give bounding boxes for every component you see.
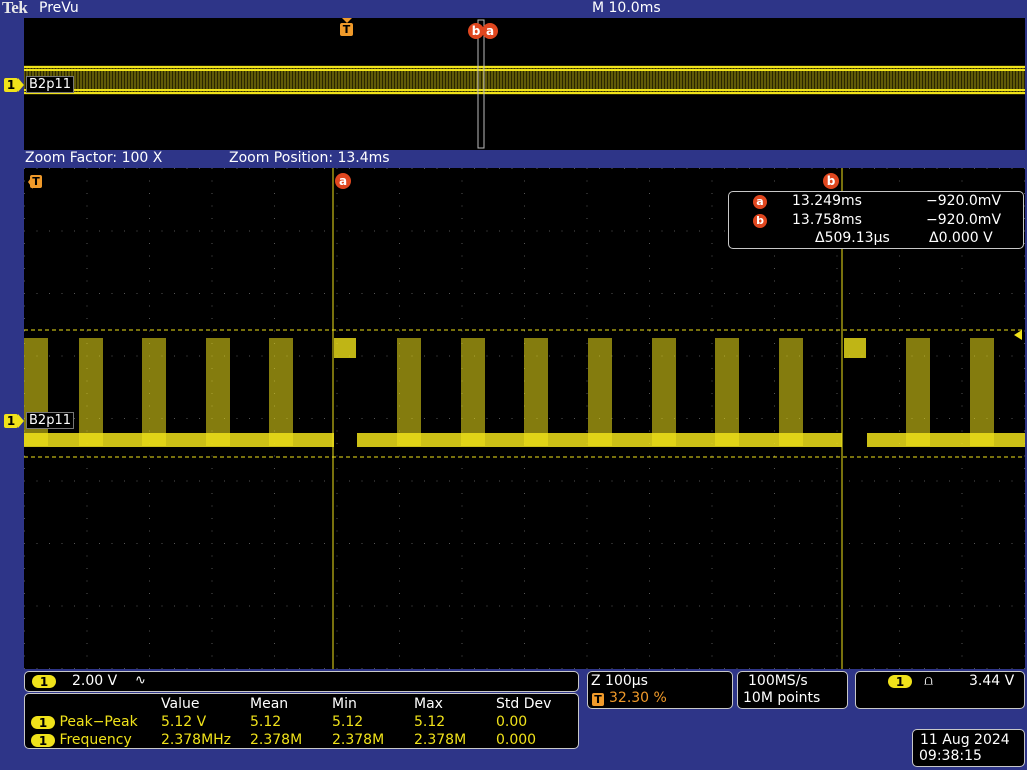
time: 09:38:15	[919, 748, 982, 764]
sample-rate: 100MS/s	[748, 673, 808, 689]
acquisition-mode: PreVu	[39, 0, 79, 16]
header-mean: Mean	[250, 696, 289, 712]
measurement-max: 5.12	[414, 714, 446, 730]
zoom-channel-arrow	[18, 414, 24, 428]
date: 11 Aug 2024	[920, 732, 1010, 748]
trigger-t-icon: T	[340, 23, 353, 36]
zoom-trigger-t-icon: T	[30, 175, 42, 188]
record-length: 10M points	[743, 690, 821, 706]
header-std-dev: Std Dev	[496, 696, 552, 712]
measurement-min: 2.378M	[332, 732, 385, 748]
overview-channel-arrow	[18, 78, 24, 92]
header-max: Max	[414, 696, 443, 712]
zoom-position: Zoom Position: 13.4ms	[229, 150, 390, 166]
cursor-a-time: 13.249ms	[792, 193, 862, 209]
table-row[interactable]: 1 Peak−Peak 5.12 V 5.12 5.12 5.12 0.00	[31, 713, 551, 731]
overview-channel-tag[interactable]: 1	[4, 78, 18, 92]
zoom-channel-label: B2p11	[26, 412, 74, 429]
readout-cursor-a-icon: a	[753, 195, 767, 209]
title-bar: Tek PreVu M 10.0ms	[0, 0, 1027, 17]
measurement-value: 5.12 V	[161, 714, 207, 730]
measurement-table: Value Mean Min Max Std Dev 1 Peak−Peak 5…	[31, 695, 551, 749]
measurement-value: 2.378MHz	[161, 732, 232, 748]
overview-channel-label: B2p11	[26, 76, 74, 93]
trigger-position: 32.30 %	[609, 690, 667, 706]
measurement-min: 5.12	[332, 714, 364, 730]
brand-logo: Tek	[2, 0, 28, 17]
measurement-mean: 2.378M	[250, 732, 303, 748]
cursor-b-time: 13.758ms	[792, 212, 862, 228]
readout-cursor-b-icon: b	[753, 214, 767, 228]
cursor-b-voltage: −920.0mV	[926, 212, 1002, 228]
rising-edge-icon: ⩍	[924, 673, 934, 689]
trigger-status[interactable]: 1 ⩍ 3.44 V	[855, 671, 1025, 709]
trigger-position-t-icon: T	[592, 693, 604, 706]
measurement-std: 0.000	[496, 732, 537, 748]
header-min: Min	[332, 696, 357, 712]
zoom-cursor-a-marker[interactable]: a	[335, 173, 351, 189]
zoom-window-indicator	[477, 19, 485, 149]
header-value: Value	[161, 696, 200, 712]
zoom-cursor-b-marker[interactable]: b	[823, 173, 839, 189]
zoom-scale: Z 100µs	[591, 673, 648, 689]
measurement-mean: 5.12	[250, 714, 282, 730]
main-timebase[interactable]: M 10.0ms	[592, 0, 661, 16]
channel1-status[interactable]: 1 2.00 V ∿	[24, 671, 579, 692]
ac-coupling-icon: ∿	[135, 673, 146, 688]
overview-cursor-b-marker[interactable]: b	[468, 23, 484, 39]
overview-graticule[interactable]: T b a	[24, 18, 1025, 150]
row-channel-tag: 1	[31, 715, 55, 730]
zoom-channel-tag[interactable]: 1	[4, 414, 18, 428]
table-row[interactable]: 1 Frequency 2.378MHz 2.378M 2.378M 2.378…	[31, 731, 551, 749]
measurement-panel: Value Mean Min Max Std Dev 1 Peak−Peak 5…	[24, 693, 579, 749]
datetime-display: 11 Aug 2024 09:38:15	[912, 729, 1025, 767]
channel1-status-tag: 1	[32, 675, 56, 689]
overview-cursor-a-marker[interactable]: a	[482, 23, 498, 39]
measurement-header-row: Value Mean Min Max Std Dev	[31, 695, 551, 713]
trigger-source-tag: 1	[888, 675, 912, 689]
measurement-std: 0.00	[496, 714, 528, 730]
channel1-scale: 2.00 V	[72, 673, 118, 689]
zoom-timebase-status[interactable]: Z 100µs T 32.30 %	[587, 671, 733, 709]
cursor-a-voltage: −920.0mV	[926, 193, 1002, 209]
cursor-readout-panel: a 13.249ms −920.0mV b 13.758ms −920.0mV …	[728, 191, 1024, 249]
measurement-max: 2.378M	[414, 732, 467, 748]
cursor-delta-time: Δ509.13µs	[815, 230, 890, 246]
overview-trigger-marker[interactable]: T	[340, 18, 354, 36]
reference-level-arrow-icon	[1014, 330, 1022, 340]
measurement-name: Frequency	[59, 732, 132, 748]
acquisition-status[interactable]: 100MS/s 10M points	[737, 671, 848, 709]
cursor-delta-voltage: Δ0.000 V	[929, 230, 993, 246]
zoom-factor: Zoom Factor: 100 X	[25, 150, 163, 166]
trigger-level: 3.44 V	[969, 673, 1015, 689]
measurement-name: Peak−Peak	[59, 714, 138, 730]
row-channel-tag: 1	[31, 733, 55, 748]
zoom-graticule[interactable]: T a b a 13.249ms −920.0mV b 13.758ms −92…	[24, 168, 1025, 669]
